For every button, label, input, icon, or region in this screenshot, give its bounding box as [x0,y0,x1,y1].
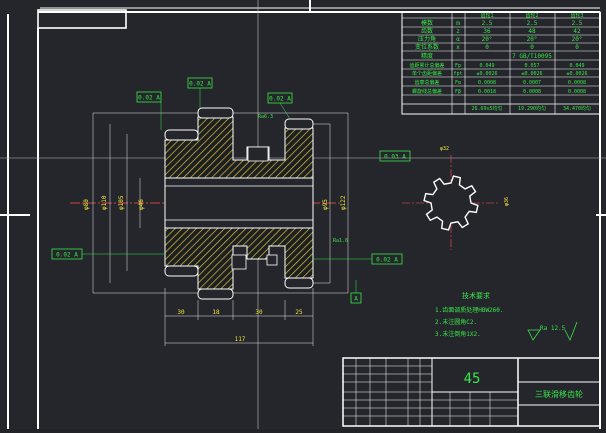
gdt-text: 0.02 A [189,81,211,88]
tol-value: 0.049 [569,63,584,69]
gear-col-1: 齿轮1 [480,12,493,19]
row-sym: m [456,20,460,27]
tol-label: 单个齿距偏差 [412,70,442,77]
dim-text: φ46 [138,199,145,210]
row-value: 2.5 [572,20,583,27]
gdt-text: 0.02 A [56,252,78,259]
row-value: 20° [572,36,583,43]
row-label: 模数 [421,19,433,27]
row-value: 48 [528,28,536,35]
row-value: 20° [527,36,538,43]
material-text: 45 [464,371,481,387]
row-value: 36 [483,28,491,35]
dim-text: φ122 [340,195,347,210]
tol-value: 0.049 [479,63,494,69]
title-block: 45 三联滑移齿轮 [342,357,601,427]
tech-req-item: 2.未注圆角C2. [435,318,477,326]
row-sym: α [456,36,460,43]
spline-dim: φ36 [504,197,510,206]
row-value: 2.5 [482,20,493,27]
gdt-text: 0.02 A [138,95,160,102]
tol-sym: Fp [455,63,461,69]
row-value: 20° [482,36,493,43]
tol-value: 0.0007 [523,80,541,86]
tol-value: 0.0008 [478,80,496,86]
row-label: 压力角 [418,35,436,43]
gear-parameter-table: 齿轮1 齿轮2 齿轮3 模数 m 2.5 2.5 2.5 齿数 z 36 48 … [401,11,601,115]
row-value: 2.5 [527,20,538,27]
tech-req-title: 技术要求 [462,291,490,300]
tol-sym: Fα [455,80,461,86]
gear-section-view [70,107,340,300]
precision-label: 精度 [421,52,433,60]
dim-text: 30 [255,309,263,316]
dim-text: φ110 [101,195,108,210]
bottom-value: 34.470均匀 [563,105,591,112]
gdt-frames: 0.02 A 0.02 A 0.02 A 0.02 A 0.02 A 0.03 … [51,77,411,304]
precision-value: 7 GB/T10095 [512,53,552,60]
technical-requirements: 技术要求 1.齿面调质处理HBW260. 2.未注圆角C2. 3.未注倒角1X2… [435,291,578,341]
dim-text: φ105 [118,195,125,210]
row-value: 0 [530,44,534,51]
tech-req-item: 3.未注倒角1X2. [435,330,481,338]
gdt-text: 0.03 A [384,154,406,161]
gear-col-3: 齿轮3 [570,12,583,19]
gdt-text: 0.02 A [269,96,291,103]
surface-finish-note: Ra 12.5 [540,325,566,332]
dim-text: 18 [212,309,220,316]
row-value: 0 [485,44,489,51]
dim-text: φ95 [322,199,329,210]
bottom-value: 26.69x5均匀 [471,105,502,112]
roughness-text: Ra1.6 [333,238,348,244]
bottom-value: 19.290均匀 [518,105,546,112]
tol-sym: fpt [453,71,462,77]
dimension-texts: φ80 φ110 φ105 φ46 φ95 φ122 30 18 30 25 1… [83,195,347,343]
overall-length: 117 [235,336,246,343]
tol-label: 齿距累计总偏差 [409,62,444,69]
row-sym: x [456,44,460,51]
tol-value: ±0.0026 [476,71,497,77]
spline-dim: φ32 [440,146,449,152]
gear-col-2: 齿轮2 [525,12,538,19]
tol-value: 0.0008 [568,80,586,86]
tol-value: ±0.0026 [521,71,542,77]
datum-label: A [354,296,358,303]
tol-label: 螺旋线总偏差 [412,88,442,95]
tech-req-item: 1.齿面调质处理HBW260. [435,306,504,314]
tol-value: ±0.0026 [566,71,587,77]
spline-section: φ32 φ36 [402,146,510,250]
row-value: 42 [573,28,581,35]
tol-value: 0.057 [524,63,539,69]
row-value: 0 [575,44,579,51]
tol-sym: Fβ [455,89,461,95]
dim-text: 30 [177,309,185,316]
tol-value: 0.0008 [568,89,586,95]
tol-value: 0.0008 [523,89,541,95]
row-label: 变位系数 [415,43,439,51]
dim-text: φ80 [83,199,90,210]
row-label: 齿数 [421,27,433,35]
tol-value: 0.0018 [478,89,496,95]
dimension-lines [92,112,349,346]
tol-label: 齿廓总偏差 [414,79,439,86]
gdt-text: 0.02 A [376,257,398,264]
roughness-text: Ra6.3 [258,114,273,120]
row-sym: z [456,28,460,35]
part-name: 三联滑移齿轮 [535,389,583,399]
dim-text: 25 [295,309,303,316]
